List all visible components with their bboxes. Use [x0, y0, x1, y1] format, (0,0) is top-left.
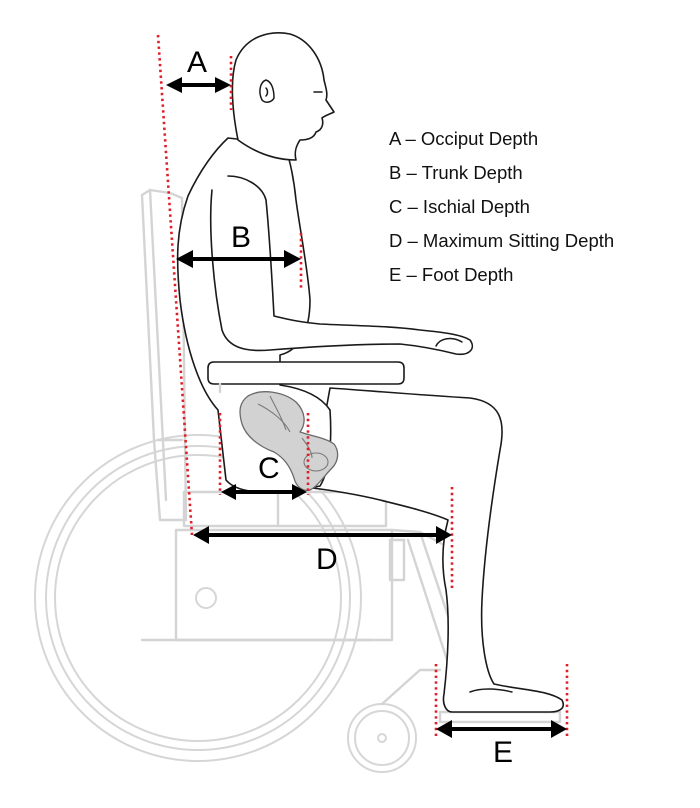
axle-icon	[195, 587, 217, 609]
legend-item-trunk-depth: B – Trunk Depth	[389, 162, 523, 183]
ref-line-back	[156, 34, 194, 536]
legend-item-foot-depth: E – Foot Depth	[389, 264, 514, 285]
arrow-c	[221, 484, 307, 500]
label-e: E	[493, 736, 513, 769]
arrow-a	[166, 77, 231, 93]
lower-frame	[174, 528, 394, 642]
arrow-e	[436, 720, 567, 738]
footplate	[438, 710, 562, 724]
legend-item-ischial-depth: C – Ischial Depth	[389, 196, 530, 217]
backrest-frame	[148, 188, 168, 502]
leg	[311, 387, 565, 713]
legend: A – Occiput Depth B – Trunk Depth C – Is…	[389, 122, 614, 292]
measurement-arrows	[166, 77, 567, 738]
label-c: C	[258, 452, 280, 485]
caster-wheel	[347, 668, 442, 773]
measurement-letters: A B C D E	[187, 46, 513, 769]
arrow-b	[176, 250, 301, 268]
reference-lines	[156, 34, 569, 738]
head	[231, 32, 335, 161]
ear-icon	[259, 79, 275, 103]
backrest	[140, 188, 188, 522]
armrest	[207, 361, 405, 385]
label-d: D	[316, 543, 338, 576]
arm	[209, 175, 474, 356]
label-a: A	[187, 46, 207, 79]
label-b: B	[231, 221, 251, 254]
legend-item-occiput-depth: A – Occiput Depth	[389, 128, 539, 149]
seat-cushion	[182, 490, 388, 528]
arrow-d	[193, 526, 452, 544]
legend-item-maximum-sitting-depth: D – Maximum Sitting Depth	[389, 230, 615, 251]
rear-wheel	[34, 434, 362, 762]
